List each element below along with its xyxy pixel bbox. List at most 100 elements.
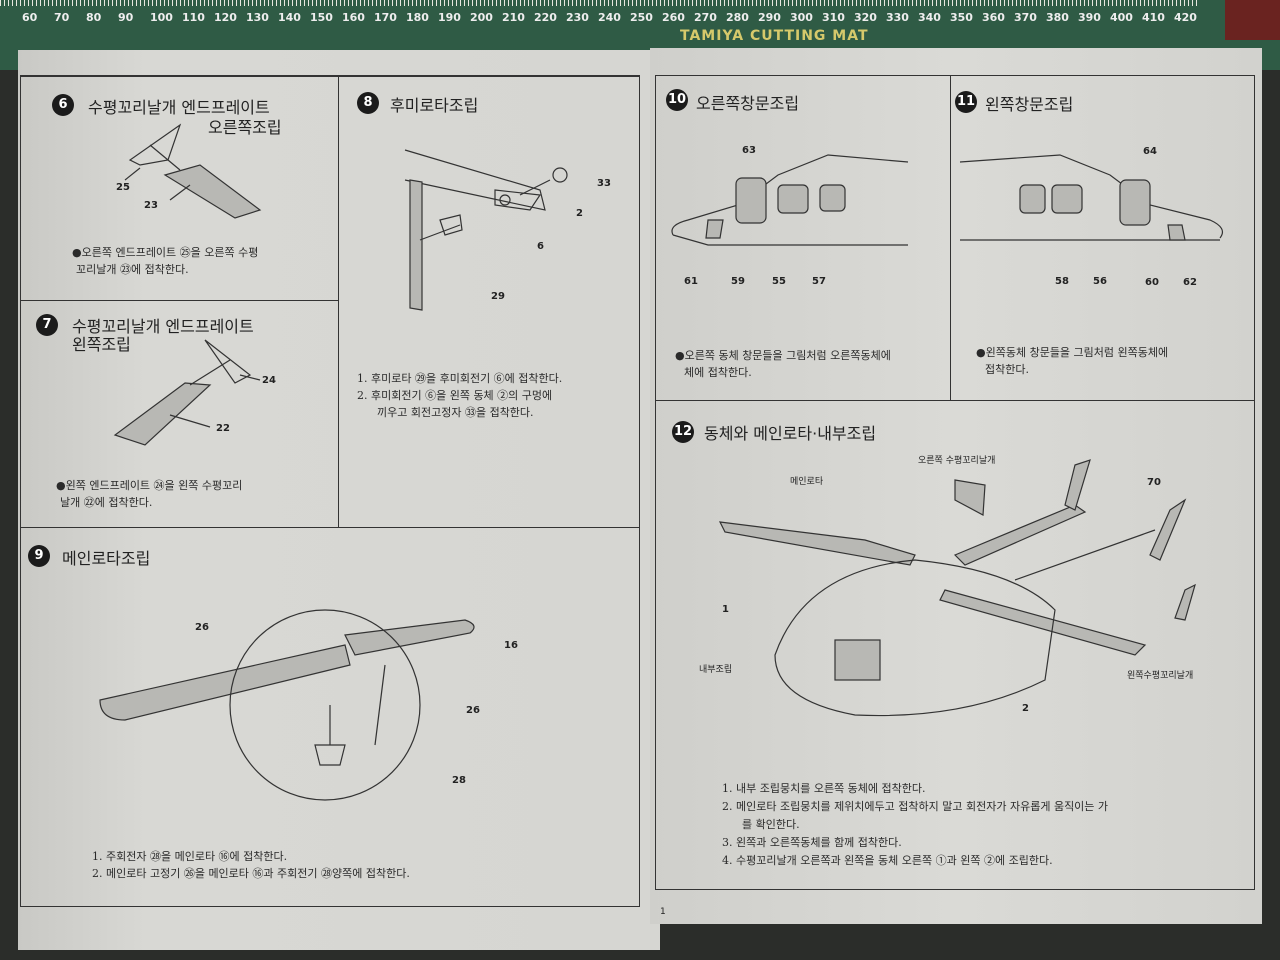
part-label: 29	[491, 291, 505, 302]
divider	[338, 75, 339, 527]
step-number: 9	[28, 545, 50, 567]
ruler-number: 290	[758, 11, 781, 24]
part-label: 2	[1022, 703, 1029, 714]
part-label: 26	[195, 622, 209, 633]
step-number: 12	[672, 421, 694, 443]
mat-brand-text: TAMIYA CUTTING MAT	[680, 28, 869, 44]
part-label: 2	[576, 208, 583, 219]
part-label: 16	[504, 640, 518, 651]
part-label: 22	[216, 423, 230, 434]
part-label: 55	[772, 276, 786, 287]
ruler-number: 110	[182, 11, 205, 24]
step-title: 수평꼬리날개 엔드프레이트	[72, 317, 254, 336]
part-label: 62	[1183, 277, 1197, 288]
ruler-number: 370	[1014, 11, 1037, 24]
ruler-number: 260	[662, 11, 685, 24]
ruler-number: 270	[694, 11, 717, 24]
ruler-number: 90	[118, 11, 134, 24]
step-number: 8	[357, 92, 379, 114]
part-label: 70	[1147, 477, 1161, 488]
ruler-number: 180	[406, 11, 429, 24]
part-label: 57	[812, 276, 826, 287]
ruler-number: 350	[950, 11, 973, 24]
ruler-number: 100	[150, 11, 173, 24]
ruler-number: 60	[22, 11, 38, 24]
right-page-frame	[655, 75, 1255, 890]
instruction: ●오른쪽 동체 창문들을 그림처럼 오른쪽동체에	[675, 349, 891, 362]
instruction: 1. 내부 조립뭉치를 오른쪽 동체에 접착한다.	[722, 782, 926, 795]
left-page-frame	[20, 75, 640, 907]
ruler-number: 400	[1110, 11, 1133, 24]
left-fuselage-diagram	[959, 154, 1223, 241]
part-label: 63	[742, 145, 756, 156]
ruler-number: 140	[278, 11, 301, 24]
instruction: 4. 수평꼬리날개 오른쪽과 왼쪽을 동체 오른쪽 ①과 왼쪽 ②에 조립한다.	[722, 854, 1053, 867]
part-label: 1	[722, 604, 729, 615]
page-number: 1	[660, 907, 666, 917]
part-label-interior: 내부조립	[699, 665, 733, 675]
ruler-number: 320	[854, 11, 877, 24]
instruction: 끼우고 회전고정자 ㉝을 접착한다.	[377, 406, 534, 419]
red-object	[1225, 0, 1280, 40]
instruction: ●왼쪽 엔드프레이트 ㉔을 왼쪽 수평꼬리	[56, 479, 243, 492]
part-label: 58	[1055, 276, 1069, 287]
ruler-number: 160	[342, 11, 365, 24]
end-plate-diagram	[124, 123, 262, 219]
ruler-number: 380	[1046, 11, 1069, 24]
ruler-number: 210	[502, 11, 525, 24]
end-plate-diagram	[113, 339, 261, 446]
instruction: 체에 접착한다.	[684, 366, 752, 379]
divider	[950, 75, 951, 400]
ruler-number: 330	[886, 11, 909, 24]
instruction: 2. 메인로타 조립뭉치를 제위치에두고 접착하지 말고 회전자가 자유롭게 움…	[722, 800, 1109, 813]
divider	[655, 400, 1255, 401]
instruction: ●왼쪽동체 창문들을 그림처럼 왼쪽동체에	[976, 346, 1169, 359]
instruction: 1. 후미로타 ㉙을 후미회전기 ⑥에 접착한다.	[357, 372, 563, 385]
step-number: 6	[52, 94, 74, 116]
ruler-number: 310	[822, 11, 845, 24]
instruction: 를 확인한다.	[742, 818, 800, 831]
main-rotor-diagram	[99, 609, 475, 801]
step-title: 후미로타조립	[390, 96, 479, 115]
step-title: 동체와 메인로타·내부조립	[704, 424, 877, 443]
ruler-number: 300	[790, 11, 813, 24]
part-label: 25	[116, 182, 130, 193]
part-label: 26	[466, 705, 480, 716]
ruler-number: 390	[1078, 11, 1101, 24]
step-title: 메인로타조립	[62, 549, 151, 568]
part-label: 56	[1093, 276, 1107, 287]
ruler-number: 190	[438, 11, 461, 24]
part-label-right-tail: 오른쪽 수평꼬리날개	[918, 456, 996, 466]
ruler-number: 340	[918, 11, 941, 24]
part-label-left-tail: 왼쪽수평꼬리날개	[1127, 671, 1194, 681]
step-title: 오른쪽창문조립	[696, 94, 800, 113]
instruction: 1. 주회전자 ㉘을 메인로타 ⑯에 접착한다.	[92, 850, 288, 863]
ruler-number: 250	[630, 11, 653, 24]
ruler-number: 360	[982, 11, 1005, 24]
part-label: 61	[684, 276, 698, 287]
left-page	[18, 50, 660, 950]
ruler-number: 420	[1174, 11, 1197, 24]
part-label: 59	[731, 276, 745, 287]
ruler-number: 280	[726, 11, 749, 24]
instruction: 접착한다.	[985, 363, 1029, 376]
ruler-number: 200	[470, 11, 493, 24]
step-number: 10	[666, 89, 688, 111]
ruler-number: 150	[310, 11, 333, 24]
part-label-main-rotor: 메인로타	[790, 477, 824, 487]
part-label: 6	[537, 241, 544, 252]
helicopter-assembly-diagram	[718, 459, 1196, 717]
ruler-number: 410	[1142, 11, 1165, 24]
instruction: 3. 왼쪽과 오른쪽동체를 함께 접착한다.	[722, 836, 902, 849]
instruction: 꼬리날개 ㉓에 접착한다.	[76, 263, 189, 276]
step-subtitle: 오른쪽조립	[208, 118, 282, 137]
ruler-number: 170	[374, 11, 397, 24]
step-title: 수평꼬리날개 엔드프레이트	[88, 98, 270, 117]
divider	[20, 300, 338, 301]
ruler-number: 70	[54, 11, 70, 24]
part-label: 33	[597, 178, 611, 189]
part-label: 24	[262, 375, 276, 386]
ruler-number: 230	[566, 11, 589, 24]
step-subtitle: 왼쪽조립	[72, 335, 131, 354]
part-label: 60	[1145, 277, 1159, 288]
